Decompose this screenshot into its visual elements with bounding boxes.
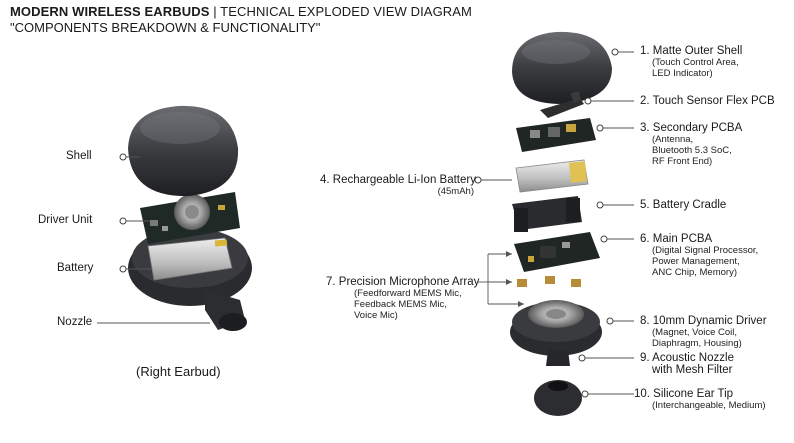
- exploded-parts: [510, 31, 612, 416]
- part-acoustic-nozzle: [546, 350, 570, 366]
- component-9: 9. Acoustic Nozzle with Mesh Filter: [640, 352, 734, 376]
- part-mic-1: [517, 279, 527, 287]
- left-battery-tab: [214, 239, 228, 247]
- part-mic-2: [545, 276, 555, 284]
- right-leaders: [474, 48, 634, 398]
- left-earbud: [128, 105, 252, 331]
- part-battery-cradle: [512, 196, 582, 230]
- component-3: 3. Secondary PCBA (Antenna, Bluetooth 5.…: [640, 122, 743, 167]
- page-subtitle: "COMPONENTS BREAKDOWN & FUNCTIONALITY": [10, 20, 321, 35]
- part-mic-3: [571, 279, 581, 287]
- component-1: 1. Matte Outer Shell (Touch Control Area…: [640, 45, 743, 79]
- part-main-pcba: [514, 232, 600, 272]
- part-outer-shell: [512, 31, 612, 104]
- component-6: 6. Main PCBA (Digital Signal Processor, …: [640, 233, 759, 278]
- label-driver-unit: Driver Unit: [38, 214, 93, 226]
- component-2: 2. Touch Sensor Flex PCB: [640, 95, 775, 107]
- label-nozzle: Nozzle: [57, 316, 93, 328]
- left-nozzle-tip: [219, 313, 247, 331]
- part-flex-pcb: [540, 98, 584, 118]
- label-battery: Battery: [57, 262, 94, 274]
- earbud-caption: (Right Earbud): [136, 364, 221, 379]
- left-leaders: [97, 153, 210, 324]
- page-title: MODERN WIRELESS EARBUDS | TECHNICAL EXPL…: [10, 4, 472, 19]
- component-5: 5. Battery Cradle: [640, 199, 727, 211]
- part-ear-tip: [534, 380, 582, 416]
- label-shell: Shell: [66, 150, 92, 162]
- component-10: 10. Silicone Ear Tip (Interchangeable, M…: [634, 388, 766, 411]
- component-4: 4. Rechargeable Li-Ion Battery (45mAh): [320, 174, 476, 197]
- component-7: 7. Precision Microphone Array (Feedforwa…: [326, 276, 480, 321]
- component-8: 8. 10mm Dynamic Driver (Magnet, Voice Co…: [640, 315, 767, 349]
- left-shell: [128, 105, 239, 197]
